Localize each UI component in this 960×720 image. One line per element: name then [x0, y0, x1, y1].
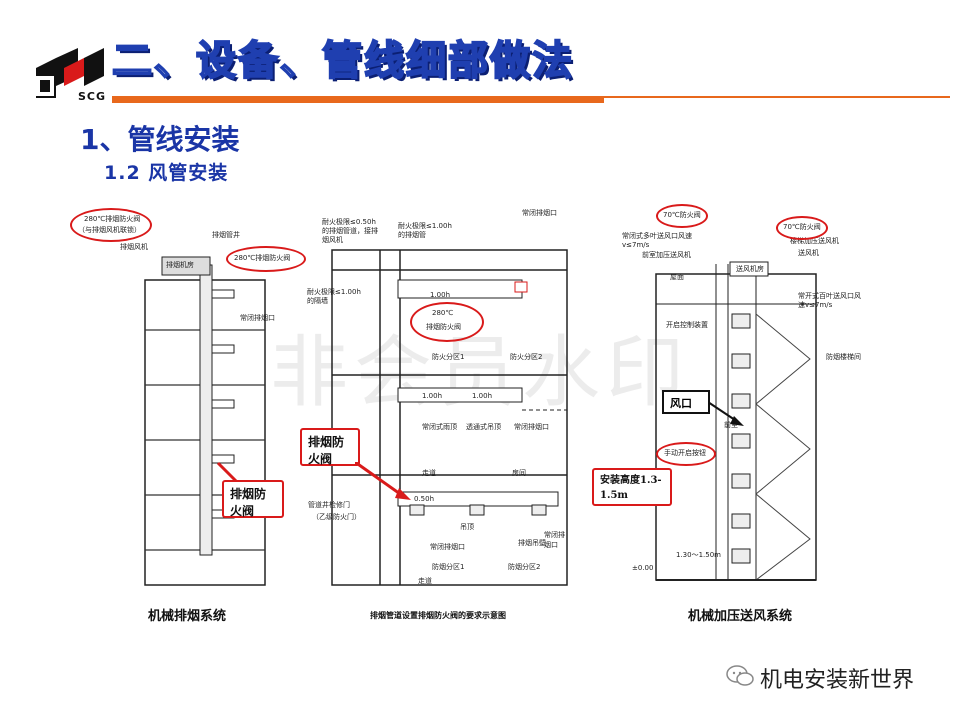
label-zone1: 防火分区1: [432, 353, 465, 361]
footer-account: 机电安装新世界: [760, 668, 915, 693]
title-underline-line: [604, 96, 950, 98]
logo-text: SCG: [78, 90, 107, 103]
oval-manual: [656, 442, 716, 466]
label-height-note: 1.30～1.50m: [676, 551, 721, 559]
label-corridor2: 走道: [418, 577, 432, 585]
title-underline-bar: [112, 96, 604, 103]
label-opening3: 常闭排烟口: [514, 423, 549, 431]
callout-height-text: 安装高度1.3-1.5m: [600, 475, 662, 501]
caption-smoke-exhaust: 机械排烟系统: [148, 609, 227, 624]
label-outlet: 常闭排烟口: [240, 314, 275, 322]
label-note1: 常闭式多叶送风口风速v≤7m/s: [622, 232, 692, 249]
label-door: 管道井检修门: [308, 501, 350, 509]
watermark: 非会员水印: [270, 328, 691, 418]
oval-valve1-3: [656, 204, 708, 228]
label-temp: 280℃: [432, 309, 454, 317]
callout-smoke-valve-2: 排烟防火阀: [300, 428, 360, 466]
label-note3: 楼梯加压送风机: [790, 237, 839, 245]
label-valve2: 280℃排烟防火阀: [234, 254, 291, 262]
section-subheading: 1.2 风管安装: [104, 162, 229, 184]
label-opening1: 常闭式雨顶: [422, 423, 457, 431]
label-outlet-top: 常闭排烟口: [522, 209, 557, 217]
label-wall: 排烟吊壁: [518, 539, 546, 547]
label-duct4: 0.50h: [414, 495, 435, 503]
label-roof: 屋面: [670, 273, 684, 281]
callout-port-text: 风口: [670, 397, 692, 410]
callout-port: 风口: [662, 390, 710, 414]
label-manual: 手动开启按钮: [664, 449, 706, 457]
panel-smoke-exhaust: 排烟风机 排烟管井 排烟机房 常闭排烟口: [70, 205, 310, 595]
label-note4: 常开式百叶送风口风速v≤7m/s: [798, 292, 861, 309]
damper-requirements-diagram: [331, 249, 568, 586]
label-opener: 开启控制装置: [666, 321, 708, 329]
label-fan: 排烟风机: [120, 243, 148, 251]
oval-top-valve: [70, 208, 152, 242]
label-valve2-3: 70℃防火阀: [783, 223, 821, 231]
panel-damper-requirements: 耐火极限≤0.50h的排烟管道，接排烟风机 耐火极限≤1.00h的排烟管 常闭排…: [307, 200, 570, 588]
label-door2: （乙级防火门）: [312, 513, 361, 521]
label-fire2: 耐火极限≤1.00h的排烟管: [398, 222, 452, 239]
label-stair: 防烟楼梯间: [826, 353, 861, 361]
label-zone2: 防火分区2: [510, 353, 543, 361]
label-level: ±0.00: [632, 564, 654, 572]
callout-height: 安装高度1.3-1.5m: [592, 468, 672, 506]
label-fan-room-3: 送风机房: [736, 265, 764, 273]
label-duct1: 1.00h: [430, 291, 451, 299]
label-fire3: 耐火极限≤1.00h的隔墙: [307, 288, 361, 305]
wechat-icon: [726, 664, 754, 688]
label-valve: 排烟防火阀: [426, 323, 461, 331]
callout-smoke-valve-1-text: 排烟防火阀: [230, 487, 267, 518]
label-top-valve-note: （与排烟风机联锁）: [78, 226, 141, 234]
label-note2: 前室加压送风机: [642, 251, 691, 259]
label-duct3: 1.00h: [472, 392, 493, 400]
callout-smoke-valve-2-text: 排烟防火阀: [308, 435, 345, 466]
label-fan2: 送风机: [798, 249, 819, 257]
label-corridor: 走道: [422, 469, 436, 477]
panel-pressurization: 常闭式多叶送风口风速v≤7m/s 前室加压送风机 送风机房 屋面 楼梯加压送风机…: [620, 204, 866, 588]
callout-smoke-valve-1: 排烟防火阀: [222, 480, 284, 518]
label-shaft: 排烟管井: [212, 231, 240, 239]
page-title: 二、设备、管线细部做法: [111, 37, 574, 85]
callout-port-arrow: [708, 401, 744, 426]
label-valve1-3: 70℃防火阀: [663, 211, 701, 219]
label-zone4: 防烟分区2: [508, 563, 541, 571]
scg-logo: SCG: [34, 46, 112, 104]
callout-arrow-2: [355, 462, 411, 500]
label-fire1: 耐火极限≤0.50h的排烟管道，接排烟风机: [322, 218, 378, 244]
caption-pressurization: 机械加压送风系统: [688, 609, 793, 624]
oval-280-valve: [410, 302, 484, 342]
pressurization-diagram: [655, 261, 817, 581]
label-ceiling: 吊顶: [460, 523, 474, 531]
smoke-exhaust-diagram: [144, 256, 266, 586]
oval-valve2: [226, 246, 306, 272]
label-room-3: 前室: [724, 421, 738, 429]
label-outlet-bottom: 常闭排烟口: [430, 543, 465, 551]
label-fan-room: 排烟机房: [166, 261, 194, 269]
label-room: 房间: [512, 469, 526, 477]
label-opening2: 透通式吊顶: [466, 423, 501, 431]
caption-damper-requirements: 排烟管道设置排烟防火阀的要求示意图: [370, 610, 506, 620]
section-heading: 1、管线安装: [80, 123, 240, 156]
label-top-valve: 280℃排烟防火阀: [84, 215, 141, 223]
label-outlet-right: 常闭排烟口: [544, 531, 565, 549]
label-zone3: 防烟分区1: [432, 563, 465, 571]
label-duct2: 1.00h: [422, 392, 443, 400]
oval-valve2-3: [776, 216, 828, 240]
